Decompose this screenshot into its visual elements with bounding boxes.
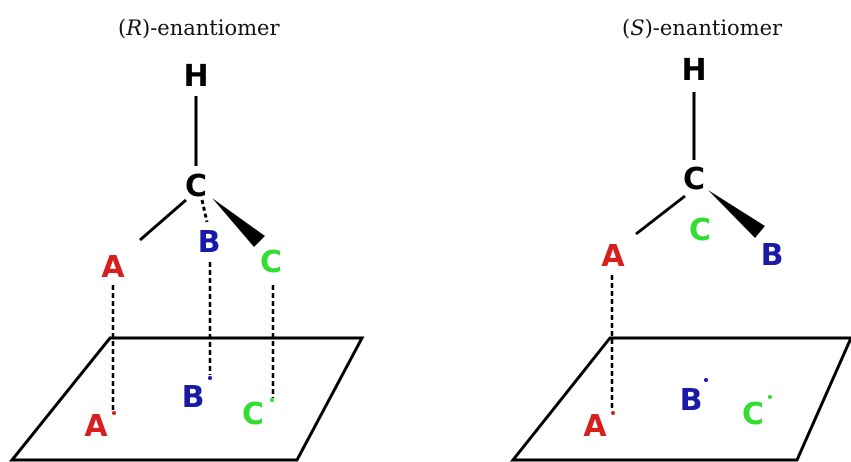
- s-substituent-b: B: [761, 238, 784, 273]
- s-projection-point-b: [704, 378, 708, 382]
- s-atom-c-center: C: [683, 162, 705, 197]
- s-projection-b: B: [680, 383, 703, 418]
- s-substituent-a: A: [601, 239, 625, 274]
- s-projection-point-c: [768, 395, 772, 399]
- r-projection-a: A: [84, 409, 108, 444]
- r-enantiomer-diagram: H C A B C A B C: [8, 59, 365, 462]
- r-bond-c-b-dashed: [200, 199, 209, 223]
- r-projection-c: C: [242, 397, 264, 432]
- r-bond-c-c-wedge: [212, 198, 265, 247]
- s-bond-c-a: [635, 194, 686, 236]
- r-enantiomer-title: (R)-enantiomer: [118, 16, 280, 40]
- s-projection-plane: [509, 336, 851, 462]
- s-enantiomer-diagram: H C A C B A B C: [509, 53, 851, 462]
- r-projection-point-a: [112, 411, 116, 415]
- s-bond-c-b-wedge: [708, 190, 765, 238]
- s-projection-a: A: [583, 409, 607, 444]
- r-projection-point-c: [270, 398, 274, 402]
- r-substituent-a: A: [101, 250, 125, 285]
- r-substituent-c: C: [260, 245, 282, 280]
- s-projection-point-a: [611, 411, 615, 415]
- s-atom-h: H: [681, 53, 706, 88]
- r-projection-plane: [8, 336, 365, 462]
- r-substituent-b: B: [198, 225, 221, 260]
- r-atom-c-center: C: [185, 169, 207, 204]
- r-projection-point-b: [208, 376, 212, 380]
- r-bond-c-a: [139, 198, 187, 242]
- r-atom-h: H: [183, 59, 208, 94]
- s-projection-c: C: [742, 397, 764, 432]
- s-enantiomer-title: (S)-enantiomer: [622, 16, 783, 40]
- s-substituent-c: C: [689, 213, 711, 248]
- r-projection-b: B: [182, 380, 205, 415]
